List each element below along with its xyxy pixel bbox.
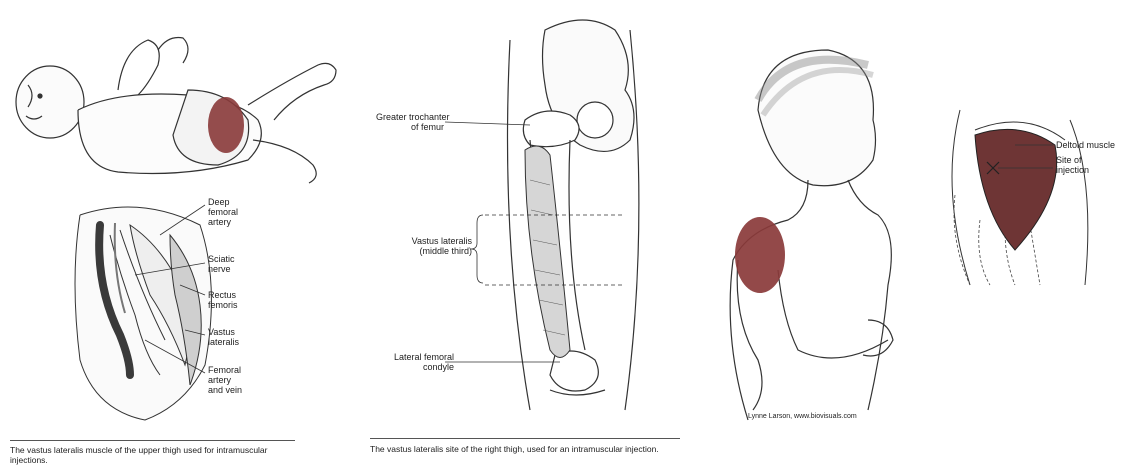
label-sciatic-nerve: Sciatic nerve xyxy=(208,254,235,274)
infant-illustration xyxy=(8,30,348,170)
label-vastus-lateralis: Vastus lateralis xyxy=(208,327,239,347)
deltoid-muscle-shape xyxy=(975,129,1057,250)
caption-rule-1 xyxy=(10,440,295,441)
deltoid-diagram xyxy=(930,100,1130,290)
label-greater-trochanter: Greater trochanter of femur xyxy=(376,112,444,132)
caption-panel-1: The vastus lateralis muscle of the upper… xyxy=(10,445,300,465)
label-site-of-injection: Site of injection xyxy=(1056,155,1089,175)
label-vastus-lateralis-middle: Vastus lateralis (middle third) xyxy=(376,236,472,256)
label-deltoid-muscle: Deltoid muscle xyxy=(1056,140,1115,150)
thigh-anatomy-diagram xyxy=(60,195,230,425)
deltoid-highlight xyxy=(735,217,785,293)
illustration-credit: Lynne Larson, www.biovisuals.com xyxy=(748,412,857,422)
caption-panel-2: The vastus lateralis site of the right t… xyxy=(370,444,670,454)
caption-rule-2 xyxy=(370,438,680,439)
child-illustration xyxy=(718,40,908,410)
thigh-injection-site xyxy=(208,97,244,153)
label-lateral-femoral-condyle: Lateral femoral condyle xyxy=(374,352,454,372)
femur-diagram xyxy=(455,10,675,420)
label-rectus-femoris: Rectus femoris xyxy=(208,290,238,310)
label-deep-femoral-artery: Deep femoral artery xyxy=(208,197,238,227)
vastus-lateralis-muscle xyxy=(525,146,570,358)
label-femoral-artery-vein: Femoral artery and vein xyxy=(208,365,242,395)
